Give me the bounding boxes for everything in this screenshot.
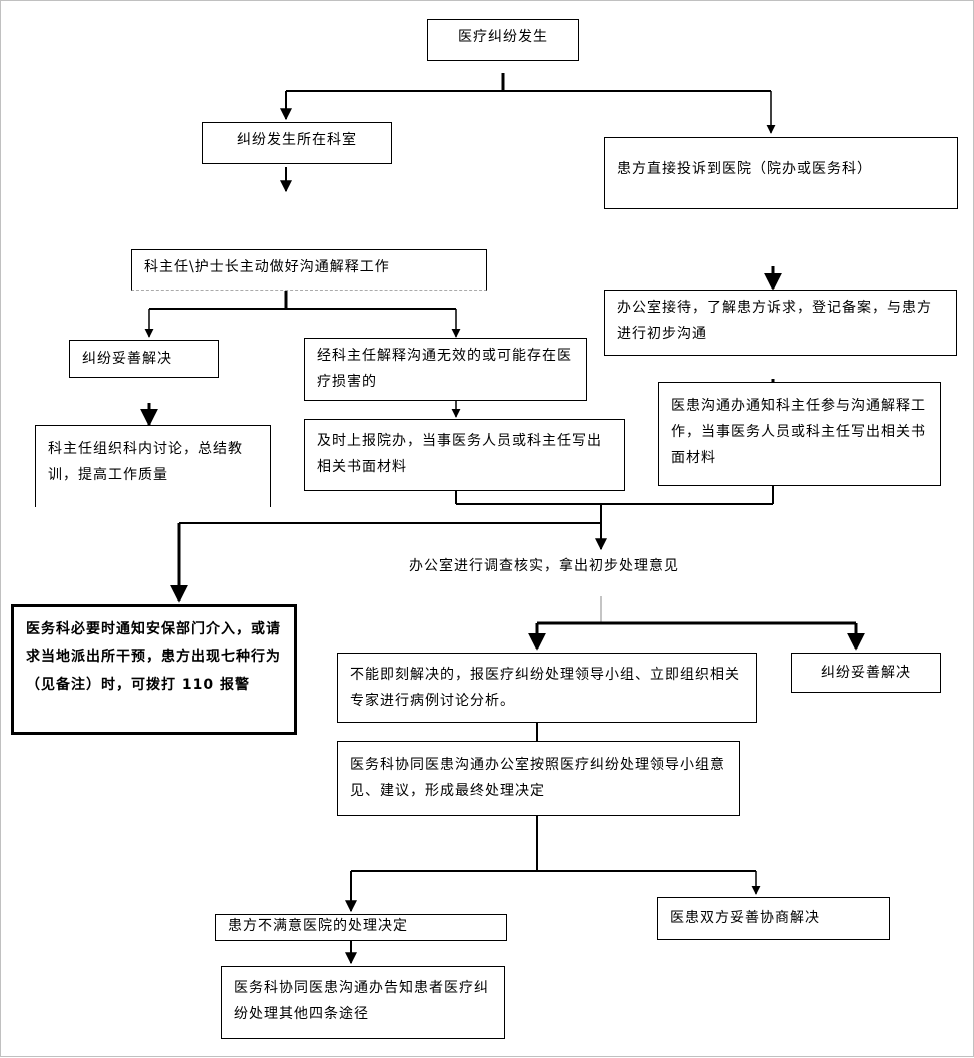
node-dept: 纠纷发生所在科室 — [202, 122, 392, 164]
node-investigate: 办公室进行调查核实，拿出初步处理意见 — [409, 558, 679, 574]
node-ineffective: 经科主任解释沟通无效的或可能存在医疗损害的 — [304, 338, 587, 401]
node-negotiate: 医患双方妥善协商解决 — [657, 897, 890, 940]
node-discussion: 科主任组织科内讨论，总结教训，提高工作质量 — [35, 425, 271, 507]
node-office-reception: 办公室接待，了解患方诉求，登记备案，与患方进行初步沟通 — [604, 290, 957, 356]
node-dissatisfied: 患方不满意医院的处理决定 — [215, 914, 507, 941]
node-director-explain: 科主任\护士长主动做好沟通解释工作 — [131, 249, 487, 291]
node-report: 及时上报院办，当事医务人员或科主任写出相关书面材料 — [304, 419, 625, 491]
node-cannot-resolve: 不能即刻解决的，报医疗纠纷处理领导小组、立即组织相关专家进行病例讨论分析。 — [337, 653, 757, 723]
node-complaint: 患方直接投诉到医院（院办或医务科） — [604, 137, 958, 209]
node-notify: 医患沟通办通知科主任参与沟通解释工作，当事医务人员或科主任写出相关书面材料 — [658, 382, 941, 486]
node-resolved-left: 纠纷妥善解决 — [69, 340, 219, 378]
node-security: 医务科必要时通知安保部门介入，或请求当地派出所干预，患方出现七种行为（见备注）时… — [11, 604, 297, 735]
node-start: 医疗纠纷发生 — [427, 19, 579, 61]
node-final-decision: 医务科协同医患沟通办公室按照医疗纠纷处理领导小组意见、建议，形成最终处理决定 — [337, 741, 740, 816]
node-other-routes: 医务科协同医患沟通办告知患者医疗纠纷处理其他四条途径 — [221, 966, 505, 1039]
node-resolved-right: 纠纷妥善解决 — [791, 653, 941, 693]
